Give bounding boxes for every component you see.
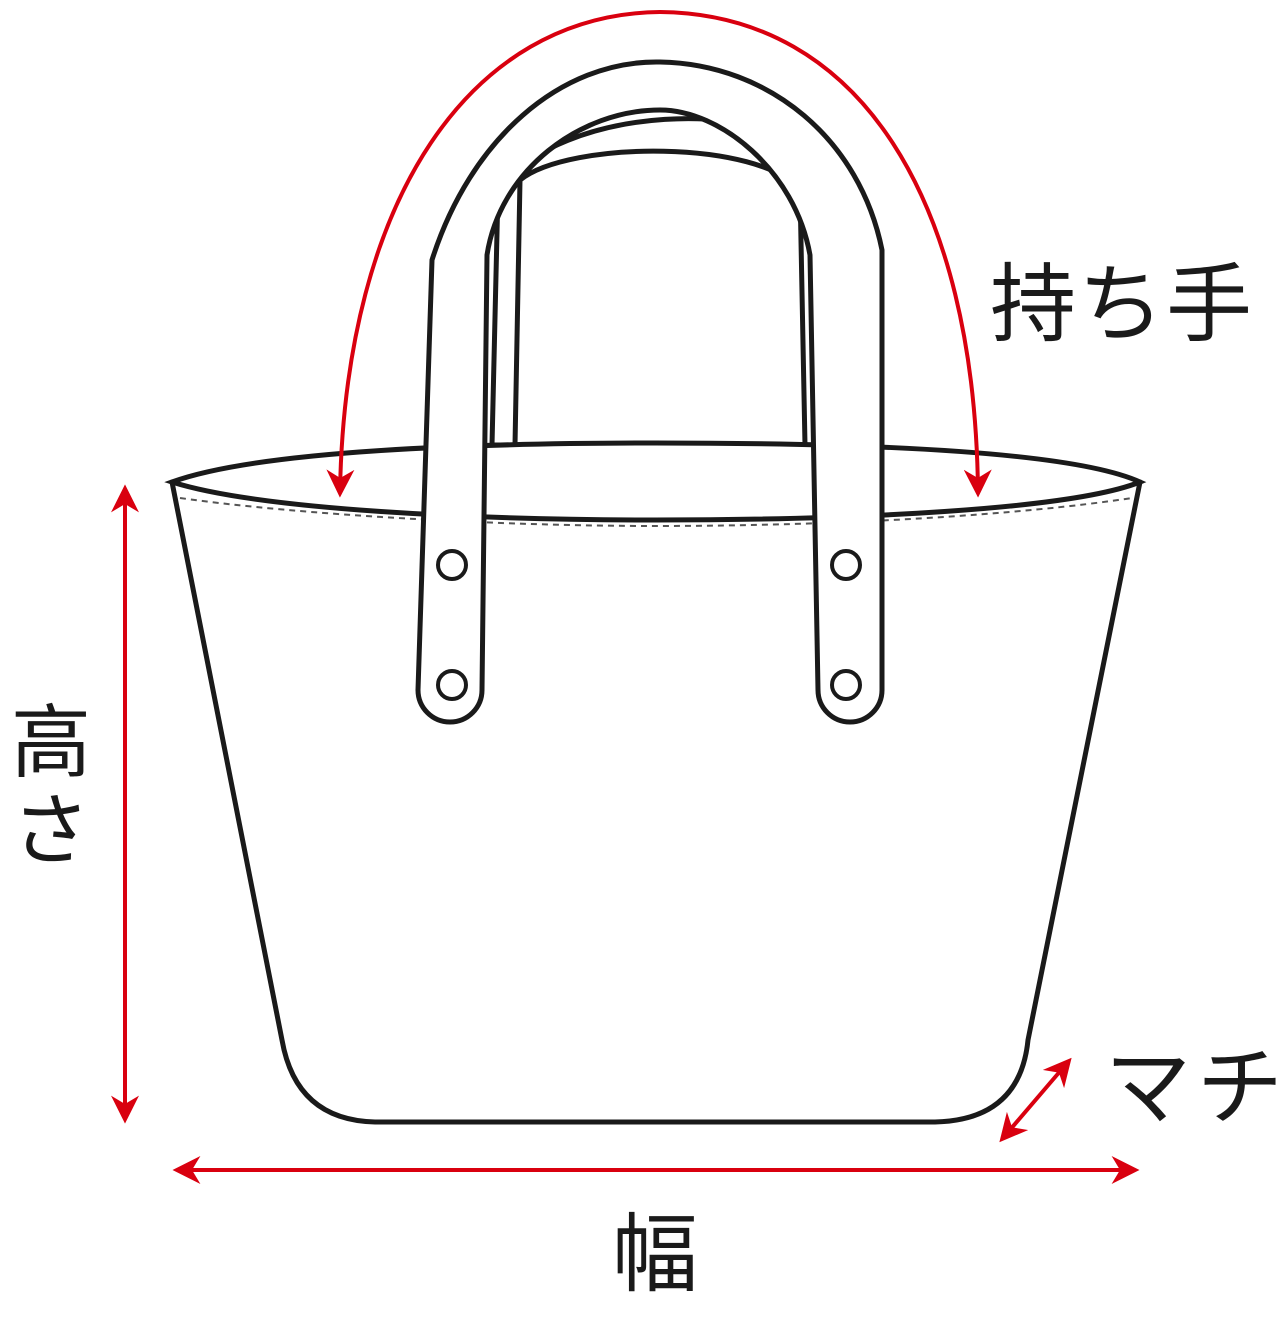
rim-stitch — [179, 497, 1133, 528]
bag-rim — [164, 440, 1147, 523]
rivet — [436, 549, 468, 581]
gusset-label: マチ — [1105, 1038, 1280, 1138]
front-handle — [415, 59, 885, 725]
gusset-arrow — [999, 1057, 1072, 1143]
rivet — [830, 549, 862, 581]
rivets — [436, 549, 862, 701]
height-label: 高さ — [0, 700, 91, 876]
bag-body — [164, 440, 1147, 1125]
handle-label: 持ち手 — [990, 255, 1254, 355]
width-label: 幅 — [612, 1205, 698, 1305]
rivet — [830, 669, 862, 701]
handle-length-arrow — [326, 9, 992, 498]
dimension-arrows — [111, 9, 1140, 1184]
rivet — [436, 669, 468, 701]
